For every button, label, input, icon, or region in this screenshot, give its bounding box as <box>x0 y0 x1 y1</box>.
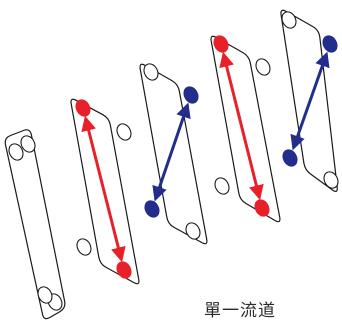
plate-3-port-br <box>185 222 201 240</box>
plate-1-port-bl <box>37 286 53 304</box>
plate-2-flow-arrow <box>81 115 126 263</box>
plate-5-port-br <box>323 171 339 189</box>
plate-4-port-br <box>254 199 270 217</box>
plate-1-port-tl <box>8 143 24 161</box>
plate-3 <box>139 63 208 245</box>
plate-1 <box>4 129 66 320</box>
plate-3-flow-arrow <box>152 102 191 202</box>
plate-3-port-tr <box>183 86 199 104</box>
plate-1-outline <box>4 129 66 320</box>
plate-2 <box>70 98 140 285</box>
plate-5-port-tl <box>281 11 297 29</box>
plate-5 <box>280 9 339 193</box>
plate-2-port-br <box>116 261 132 279</box>
plate-3-port-tl <box>143 63 159 81</box>
plate-4-port-tl <box>213 35 229 53</box>
plate-2-port-bl <box>76 238 92 256</box>
plate-4 <box>210 35 281 223</box>
plate-5-port-bl <box>282 149 298 167</box>
plate-4-port-bl <box>214 177 230 195</box>
plate-2-port-tr <box>116 123 132 141</box>
plate-1-port-tr <box>20 135 36 153</box>
plate-4-flow-arrow <box>219 51 264 201</box>
plate-4-port-tr <box>255 58 271 76</box>
single-flow-channel-caption: 單一流道 <box>204 301 276 321</box>
plate-5-flow-arrow <box>290 51 330 151</box>
plate-5-port-tr <box>322 35 338 53</box>
plate-2-port-tl <box>75 99 91 117</box>
plate-3-port-bl <box>144 200 160 218</box>
